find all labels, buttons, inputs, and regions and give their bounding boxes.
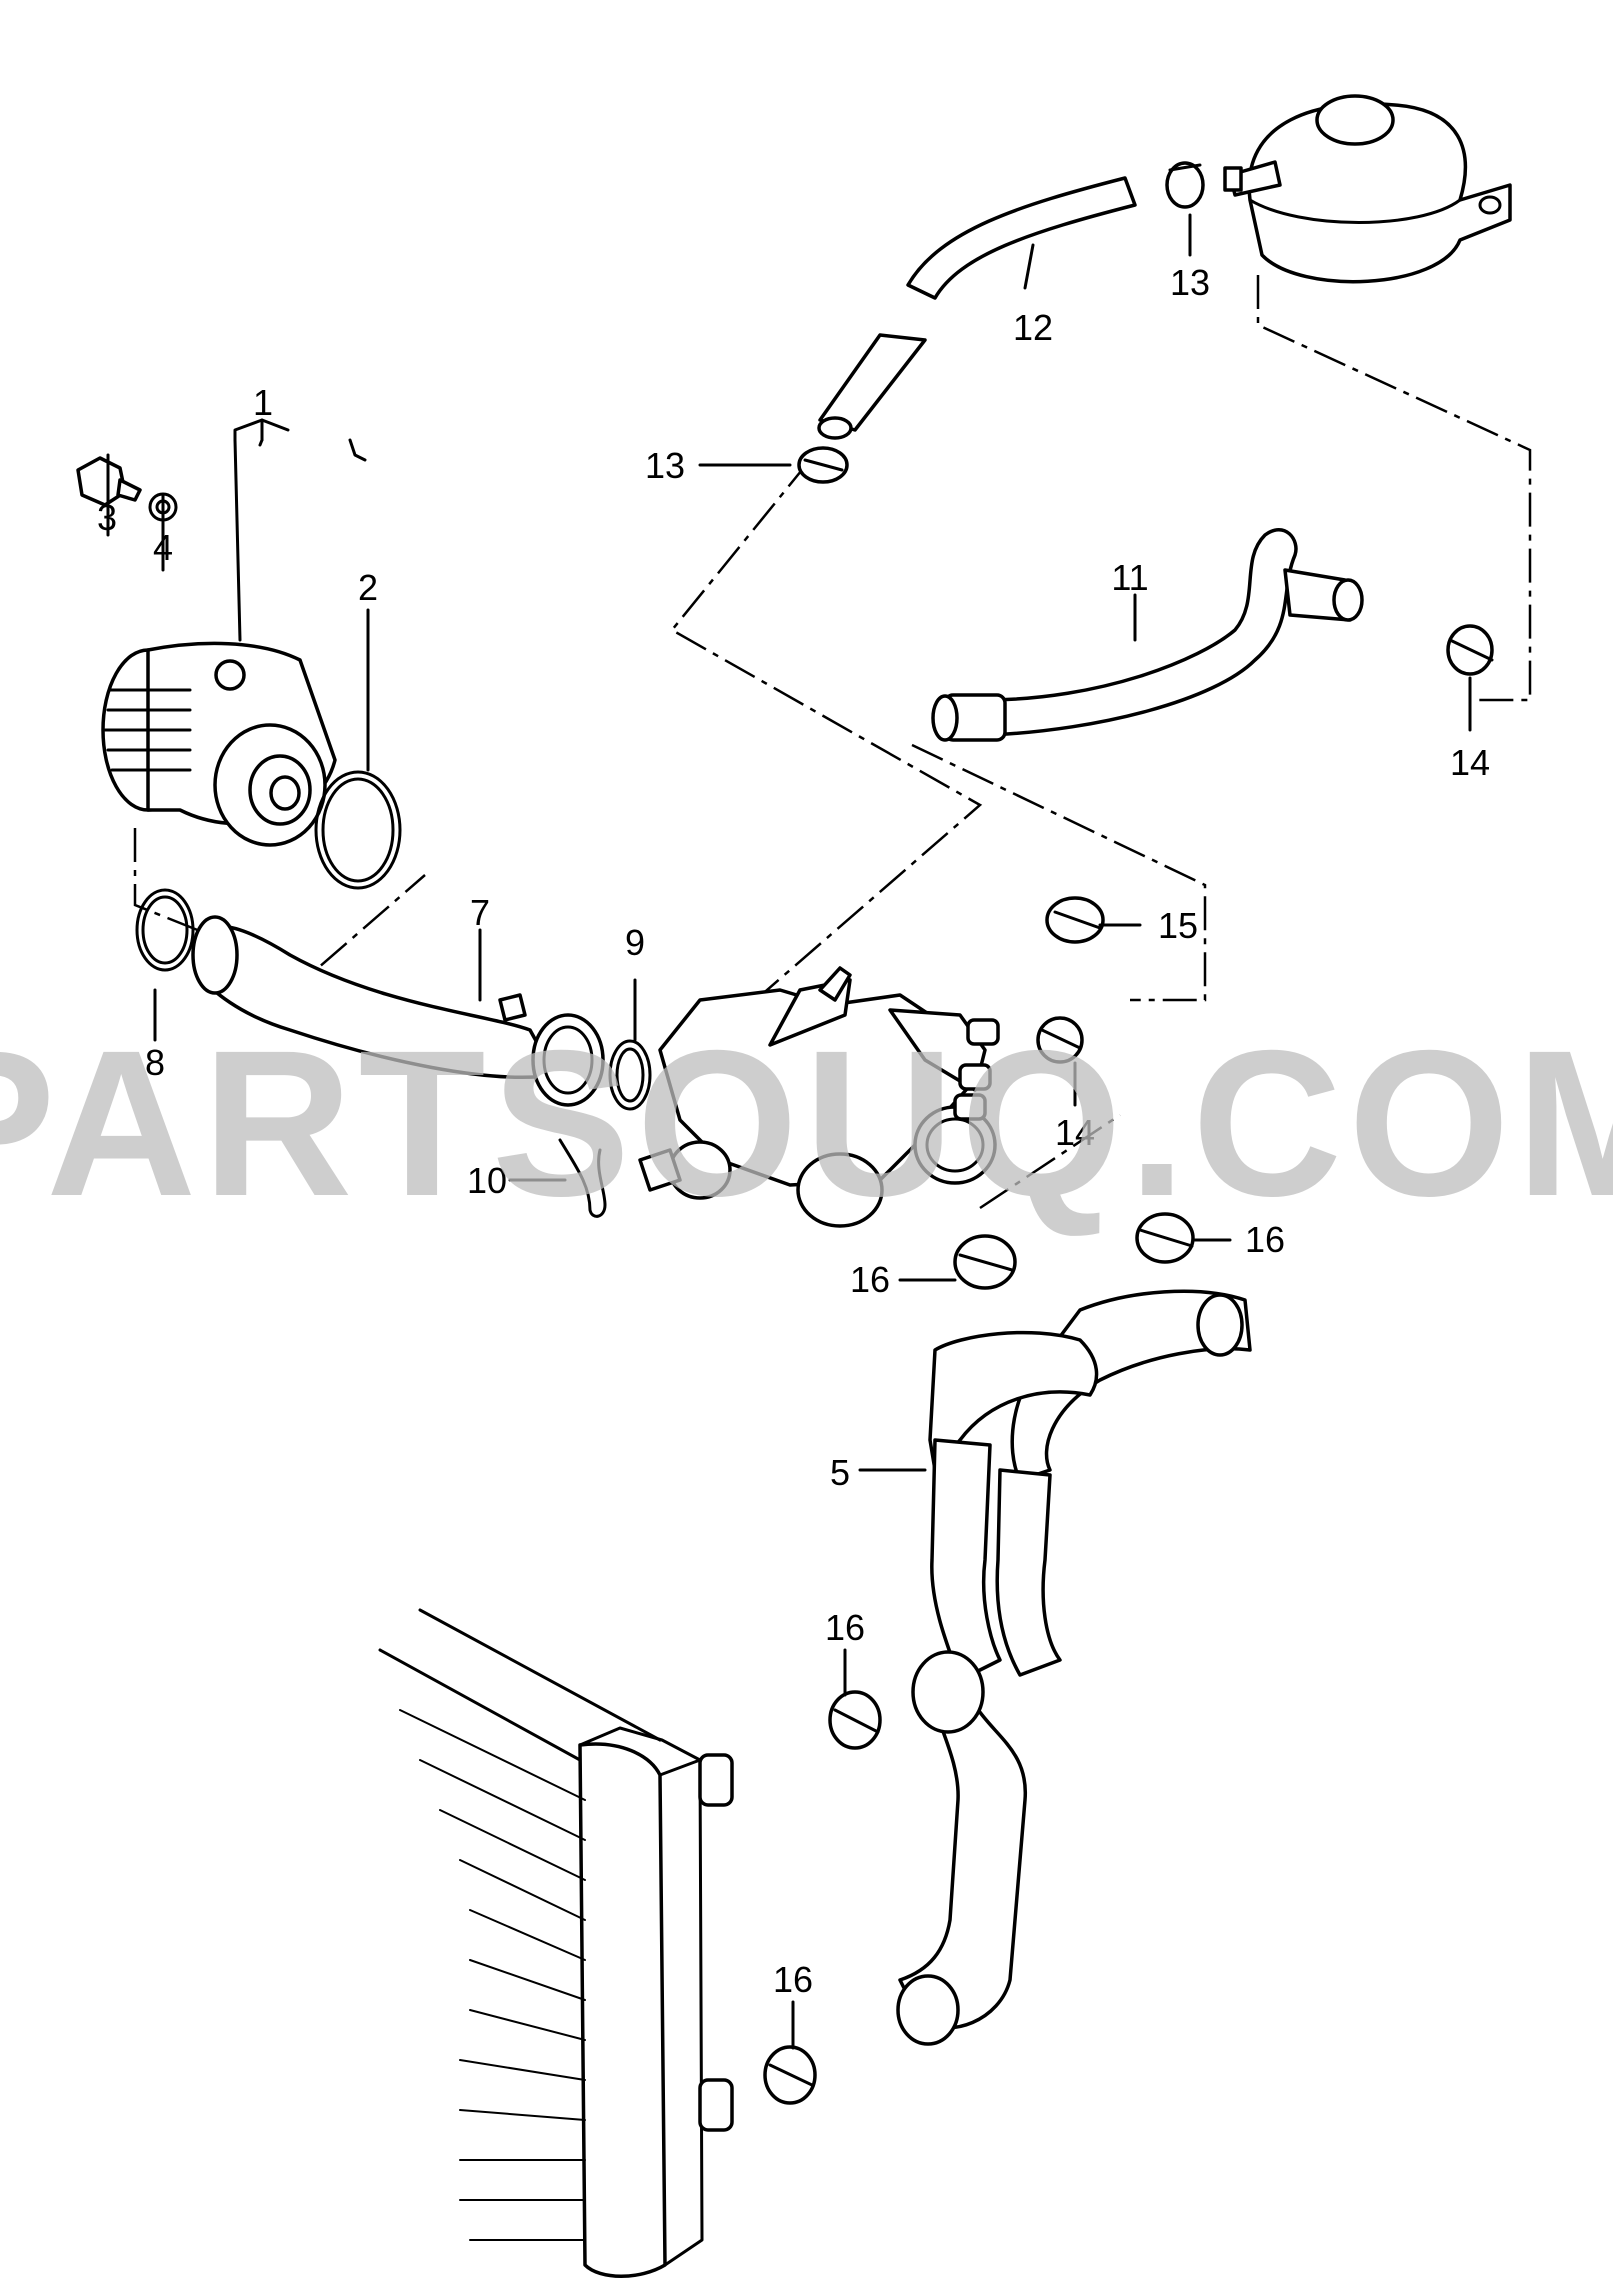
callout-4: 4	[153, 527, 173, 568]
callout-15: 15	[1158, 905, 1198, 946]
hose-12	[817, 176, 1137, 440]
water-pump	[101, 641, 337, 847]
leader-lines	[106, 213, 1472, 2050]
bolt-3	[76, 456, 142, 507]
o-ring-9	[608, 1039, 652, 1111]
clamp-14-upper	[1446, 624, 1494, 676]
callout-2: 2	[358, 567, 378, 608]
callout-8: 8	[145, 1042, 165, 1083]
clamp-13-upper	[1165, 161, 1205, 209]
clip-10	[558, 1138, 607, 1218]
clamp-16-radiator-upper	[828, 1690, 882, 1750]
o-ring-8	[135, 888, 195, 972]
callout-3: 3	[97, 497, 117, 538]
callout-14-lower: 14	[1055, 1112, 1095, 1153]
callout-13-upper: 13	[1170, 262, 1210, 303]
callout-14-upper: 14	[1450, 742, 1490, 783]
callout-12: 12	[1013, 307, 1053, 348]
callout-16-radiator-upper: 16	[825, 1607, 865, 1648]
coolant-flange	[638, 966, 1000, 1228]
callout-1: 1	[253, 382, 273, 423]
callout-16-flange-right: 16	[1245, 1219, 1285, 1260]
callout-11: 11	[1111, 557, 1148, 598]
callout-10: 10	[467, 1160, 507, 1201]
callout-7: 7	[470, 892, 490, 933]
hose-5	[896, 1289, 1252, 2046]
clamp-14-lower	[1036, 1016, 1084, 1064]
radiator	[378, 1608, 734, 2278]
callout-16-radiator-lower: 16	[773, 1959, 813, 2000]
callout-labels: 1 2 3 4 5 7 8 9 10 11 12 13 13 14 14 15 …	[97, 262, 1490, 2000]
callout-16-flange-left: 16	[850, 1259, 890, 1300]
clamp-16-radiator-lower	[763, 2045, 817, 2105]
clamp-15	[1045, 896, 1105, 944]
clamp-16-flange-left	[953, 1234, 1017, 1290]
callout-9: 9	[625, 922, 645, 963]
expansion-tank	[1223, 94, 1512, 284]
clamp-16-flange-right	[1135, 1212, 1195, 1264]
watermark: PARTSOUQ.COM	[0, 1008, 1613, 1240]
callout-13-lower: 13	[645, 445, 685, 486]
radiator-fins	[399, 1709, 586, 2241]
o-ring-2	[314, 770, 402, 890]
pipe-7	[191, 915, 605, 1107]
clamp-13-lower	[797, 446, 849, 484]
callout-5: 5	[830, 1452, 850, 1493]
hose-11	[931, 528, 1364, 742]
